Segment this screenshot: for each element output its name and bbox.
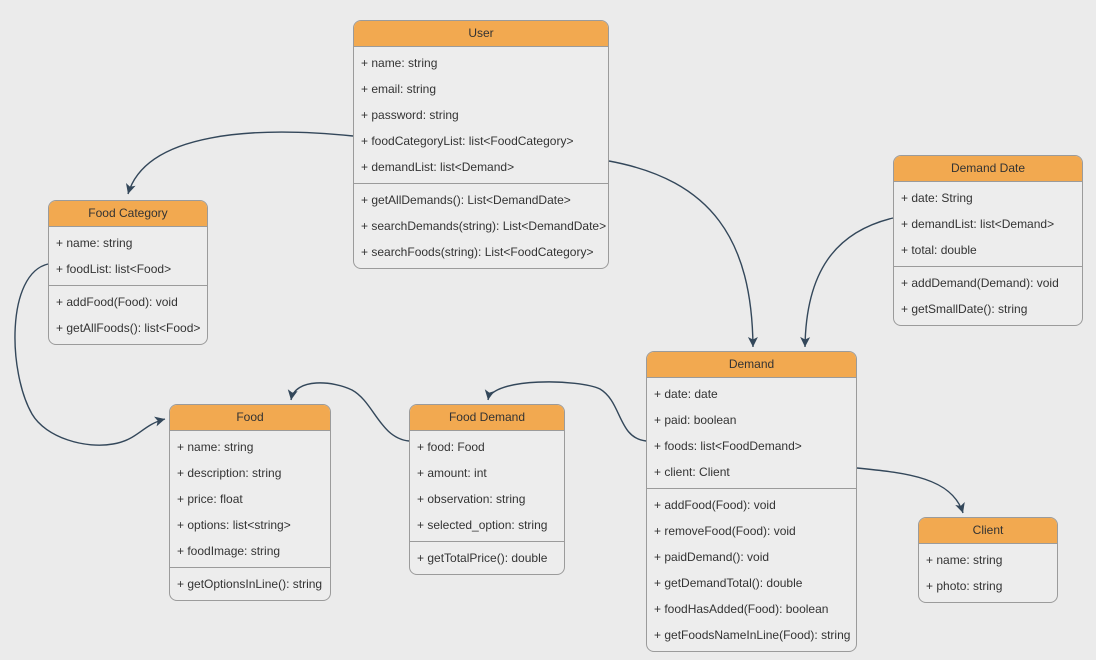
class-demand[interactable]: Demand + date: date + paid: boolean + fo… <box>646 351 857 652</box>
attribute: + price: float <box>177 492 243 506</box>
class-demand-date-title: Demand Date <box>894 156 1082 182</box>
class-demand-title: Demand <box>647 352 856 378</box>
class-food-category-methods: + addFood(Food): void + getAllFoods(): l… <box>49 285 207 344</box>
class-user-attributes: + name: string + email: string + passwor… <box>354 47 608 183</box>
attribute: + demandList: list<Demand> <box>361 160 515 174</box>
attribute: + paid: boolean <box>654 413 737 427</box>
class-food-title: Food <box>170 405 330 431</box>
class-demand-date[interactable]: Demand Date + date: String + demandList:… <box>893 155 1083 326</box>
class-food-demand-attributes: + food: Food + amount: int + observation… <box>410 431 564 541</box>
class-food-category-title: Food Category <box>49 201 207 227</box>
method: + getAllFoods(): list<Food> <box>56 321 201 335</box>
method: + addDemand(Demand): void <box>901 276 1059 290</box>
class-demand-date-attributes: + date: String + demandList: list<Demand… <box>894 182 1082 266</box>
method: + getTotalPrice(): double <box>417 551 548 565</box>
attribute: + selected_option: string <box>417 518 548 532</box>
attribute: + name: string <box>177 440 254 454</box>
attribute: + name: string <box>361 56 438 70</box>
class-user-methods: + getAllDemands(): List<DemandDate> + se… <box>354 183 608 268</box>
attribute: + description: string <box>177 466 282 480</box>
attribute: + foods: list<FoodDemand> <box>654 439 802 453</box>
method: + getDemandTotal(): double <box>654 576 803 590</box>
attribute: + demandList: list<Demand> <box>901 217 1055 231</box>
attribute: + foodImage: string <box>177 544 281 558</box>
attribute: + date: String <box>901 191 973 205</box>
class-demand-date-methods: + addDemand(Demand): void + getSmallDate… <box>894 266 1082 325</box>
edge-demand-date-to-demand[interactable] <box>800 217 894 348</box>
attribute: + observation: string <box>417 492 526 506</box>
edge-user-to-food-category[interactable] <box>126 131 354 195</box>
attribute: + foodList: list<Food> <box>56 262 172 276</box>
attribute: + total: double <box>901 243 977 257</box>
edge-demand-to-client[interactable] <box>856 467 965 514</box>
attribute: + name: string <box>56 236 133 250</box>
method: + getOptionsInLine(): string <box>177 577 323 591</box>
edge-demand-to-food-demand[interactable] <box>484 381 647 442</box>
class-food-demand[interactable]: Food Demand + food: Food + amount: int +… <box>409 404 565 575</box>
method: + getSmallDate(): string <box>901 302 1028 316</box>
edge-food-demand-to-food[interactable] <box>287 382 410 442</box>
edge-user-to-demand[interactable] <box>608 160 758 348</box>
class-client-attributes: + name: string + photo: string <box>919 544 1057 602</box>
method: + foodHasAdded(Food): boolean <box>654 602 829 616</box>
method: + addFood(Food): void <box>654 498 776 512</box>
edge-food-category-to-food[interactable] <box>14 263 166 446</box>
attribute: + date: date <box>654 387 718 401</box>
class-client[interactable]: Client + name: string + photo: string <box>918 517 1058 603</box>
class-food-attributes: + name: string + description: string + p… <box>170 431 330 567</box>
attribute: + options: list<string> <box>177 518 291 532</box>
class-food-demand-title: Food Demand <box>410 405 564 431</box>
attribute: + password: string <box>361 108 459 122</box>
method: + getAllDemands(): List<DemandDate> <box>361 193 571 207</box>
method: + searchFoods(string): List<FoodCategory… <box>361 245 594 259</box>
class-food-category[interactable]: Food Category + name: string + foodList:… <box>48 200 208 345</box>
method: + searchDemands(string): List<DemandDate… <box>361 219 607 233</box>
class-food-methods: + getOptionsInLine(): string <box>170 567 330 600</box>
attribute: + foodCategoryList: list<FoodCategory> <box>361 134 574 148</box>
class-food-demand-methods: + getTotalPrice(): double <box>410 541 564 574</box>
attribute: + client: Client <box>654 465 730 479</box>
class-demand-methods: + addFood(Food): void + removeFood(Food)… <box>647 488 856 651</box>
attribute: + email: string <box>361 82 437 96</box>
attribute: + name: string <box>926 553 1003 567</box>
class-user[interactable]: User + name: string + email: string + pa… <box>353 20 609 269</box>
attribute: + food: Food <box>417 440 485 454</box>
attribute: + photo: string <box>926 579 1003 593</box>
method: + paidDemand(): void <box>654 550 770 564</box>
class-client-title: Client <box>919 518 1057 544</box>
method: + addFood(Food): void <box>56 295 178 309</box>
class-food-category-attributes: + name: string + foodList: list<Food> <box>49 227 207 285</box>
class-user-title: User <box>354 21 608 47</box>
class-demand-attributes: + date: date + paid: boolean + foods: li… <box>647 378 856 488</box>
method: + removeFood(Food): void <box>654 524 796 538</box>
class-food[interactable]: Food + name: string + description: strin… <box>169 404 331 601</box>
method: + getFoodsNameInLine(Food): string <box>654 628 851 642</box>
attribute: + amount: int <box>417 466 487 480</box>
